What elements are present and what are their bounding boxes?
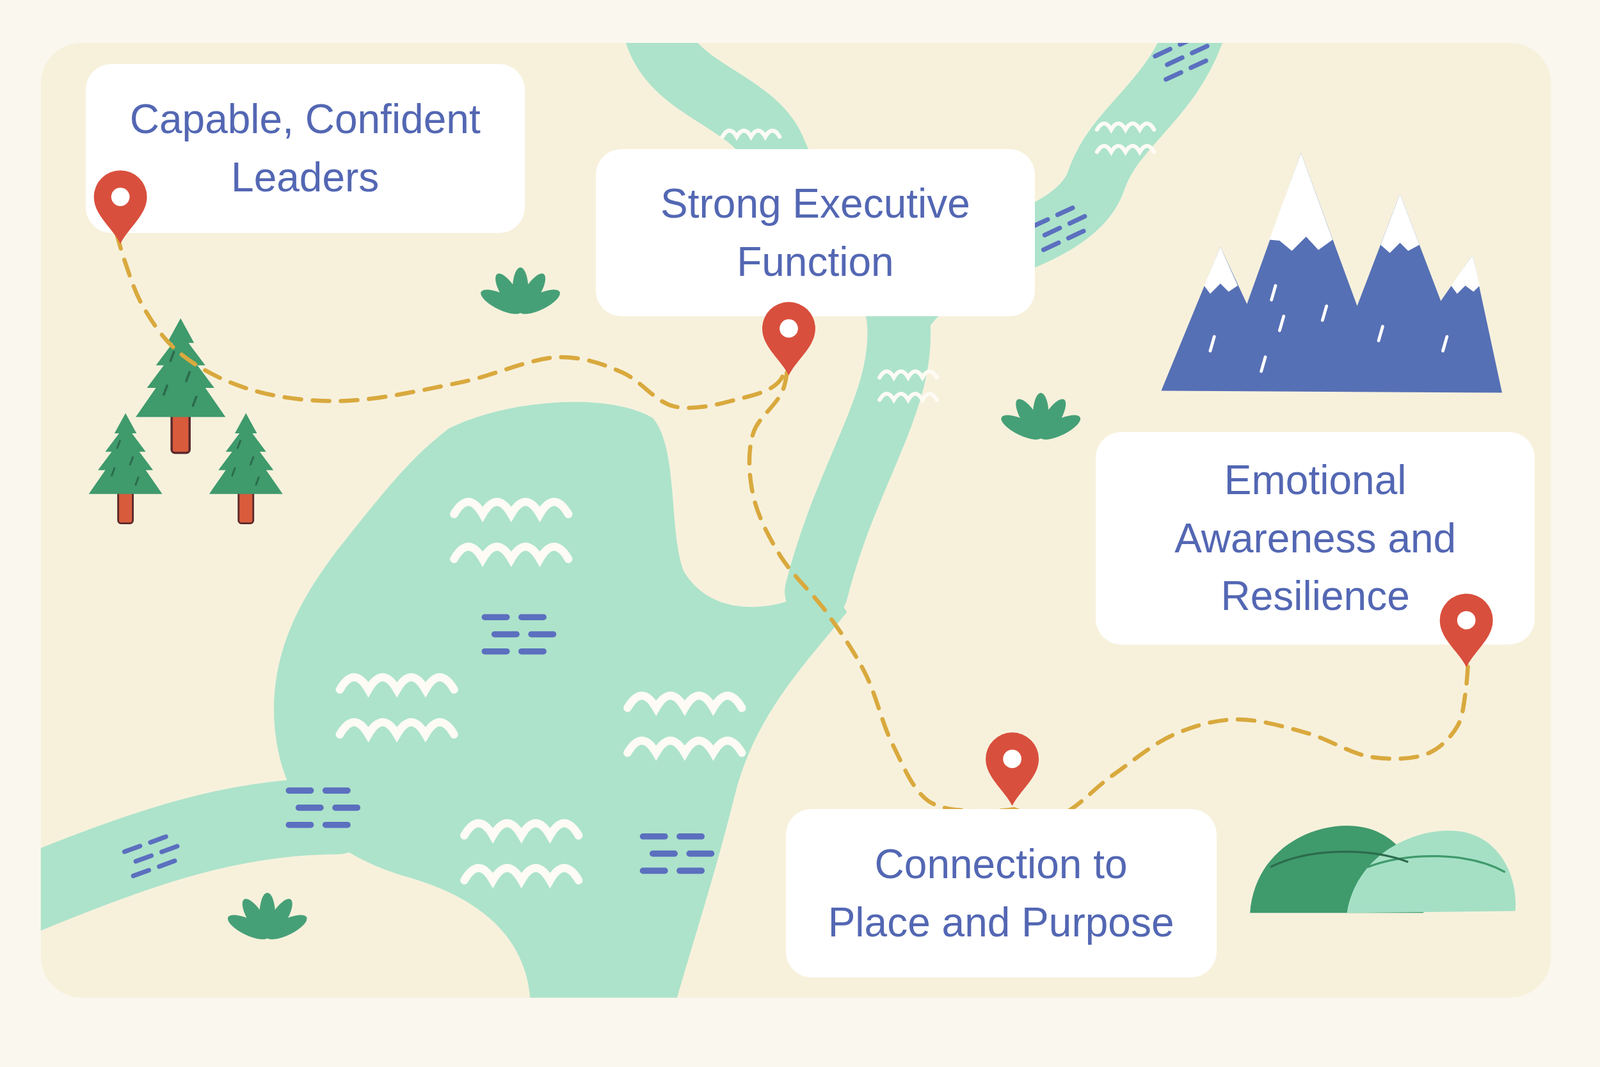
wave-mark [454, 501, 569, 559]
dashed-trail [749, 316, 1014, 812]
river [652, 42, 899, 592]
place-label-box: Emotional Awareness and Resilience [1095, 432, 1535, 646]
shrub [477, 267, 564, 319]
wave-mark [464, 823, 579, 880]
wave-mark [627, 695, 743, 753]
place-label: Connection to Place and Purpose [821, 835, 1181, 952]
place-label-box: Capable, Confident Leaders [85, 64, 525, 233]
map-pin [94, 170, 148, 244]
place-label: Capable, Confident Leaders [111, 90, 500, 207]
water-dashes [642, 836, 712, 872]
place-label-box: Strong Executive Function [595, 149, 1035, 317]
water-dashes [124, 833, 182, 876]
pine-tree [209, 412, 283, 523]
pine-tree [88, 412, 163, 523]
water-dashes [1155, 42, 1213, 80]
hill-line [1367, 856, 1505, 873]
wave-mark [879, 371, 937, 400]
hill [1347, 830, 1517, 913]
mountain-range [1160, 152, 1503, 393]
place-label: Emotional Awareness and Resilience [1121, 451, 1510, 626]
snow-cap [1269, 152, 1333, 251]
map-pin [1440, 593, 1494, 668]
river [40, 816, 337, 898]
pine-tree [135, 318, 226, 453]
dashed-trail [1013, 644, 1469, 817]
snow-cap [1380, 193, 1420, 253]
shrub [997, 392, 1084, 445]
wave-mark [1096, 123, 1154, 153]
wave-mark [339, 677, 455, 735]
snow-cap [1203, 247, 1238, 294]
map-pin [985, 732, 1039, 806]
shrub [224, 892, 311, 944]
water-dashes [484, 616, 553, 652]
lake [273, 401, 847, 998]
mountain-marks [1210, 285, 1448, 372]
map-pin [762, 302, 816, 376]
water-dashes [1032, 204, 1091, 250]
place-label-box: Connection to Place and Purpose [785, 808, 1217, 978]
snow-cap [1450, 254, 1480, 294]
place-label: Strong Executive Function [621, 174, 1010, 292]
hill-line [1270, 851, 1408, 868]
water-dashes [288, 790, 358, 825]
